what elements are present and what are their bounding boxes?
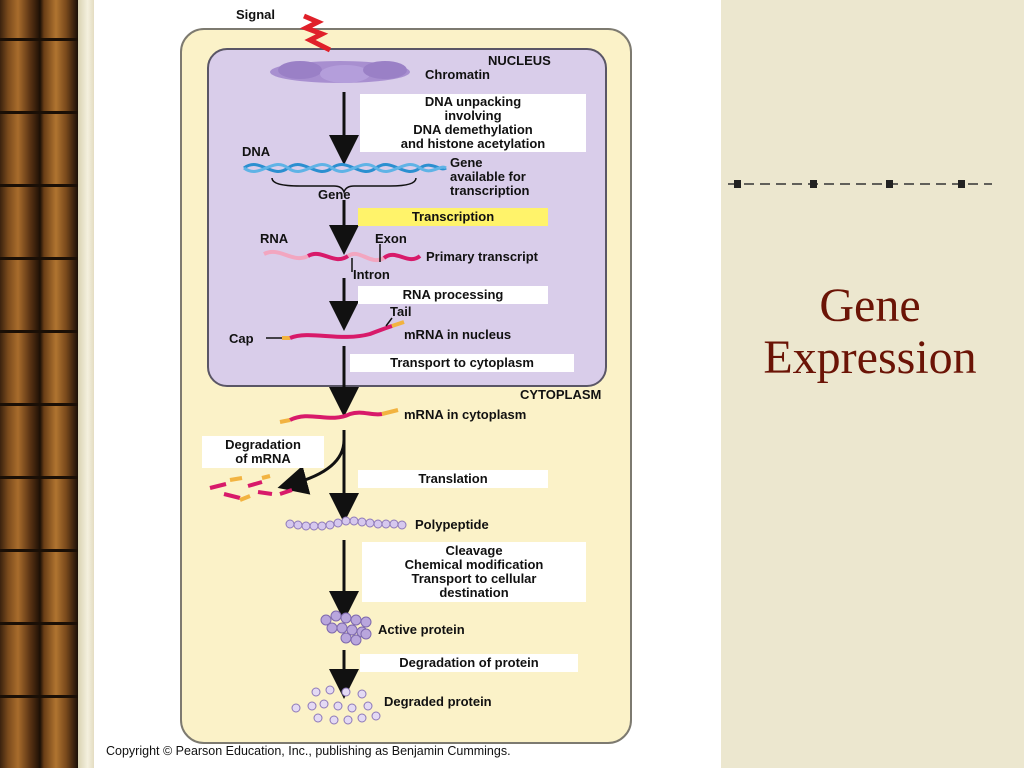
label-signal: Signal <box>236 7 276 22</box>
label-degraded-protein: Degraded protein <box>384 694 492 709</box>
label-cap: Cap <box>229 331 254 346</box>
title-line1: Gene <box>819 279 921 332</box>
label-intron: Intron <box>353 267 390 282</box>
box-translation: Translation <box>358 470 548 488</box>
unpacking-line4: and histone acetylation <box>400 136 546 151</box>
label-dna: DNA <box>242 144 271 159</box>
slide-title: Gene Expression <box>722 280 1018 384</box>
label-exon: Exon <box>375 231 407 246</box>
wood-border <box>0 0 78 768</box>
box-degradation-protein: Degradation of protein <box>360 654 578 672</box>
label-cytoplasm: CYTOPLASM <box>520 387 602 402</box>
signal-lightning-icon <box>299 13 332 53</box>
title-line2: Expression <box>763 331 977 384</box>
gene-available-line2: available for <box>450 169 526 184</box>
cleavage-line3: Transport to cellular <box>411 571 537 586</box>
label-nucleus: NUCLEUS <box>488 53 551 68</box>
box-rna-processing: RNA processing <box>358 286 548 304</box>
box-cleavage: Cleavage Chemical modification Transport… <box>362 542 586 602</box>
copyright-notice: Copyright © Pearson Education, Inc., pub… <box>106 744 511 758</box>
label-tail: Tail <box>390 304 412 319</box>
cleavage-line4: destination <box>439 585 509 600</box>
degraded-mrna-icon <box>209 474 293 502</box>
degraded-protein-icon <box>291 685 381 725</box>
gene-available-line1: Gene <box>450 155 483 170</box>
label-gene-available: Gene available for transcription <box>450 156 529 198</box>
title-divider <box>728 180 992 188</box>
label-mrna-nucleus: mRNA in nucleus <box>404 327 512 342</box>
mrna-cytoplasm-icon <box>279 408 399 424</box>
label-rna: RNA <box>260 231 289 246</box>
label-gene: Gene <box>318 187 351 202</box>
degradation-mrna-line1: Degradation <box>225 437 301 452</box>
box-degradation-mrna: Degradation of mRNA <box>202 436 324 468</box>
label-polypeptide: Polypeptide <box>415 517 489 532</box>
gene-available-line3: transcription <box>450 183 530 198</box>
box-dna-unpacking: DNA unpacking involving DNA demethylatio… <box>360 94 586 152</box>
label-chromatin: Chromatin <box>425 67 490 82</box>
wood-border-rail <box>78 0 94 768</box>
degradation-mrna-line2: of mRNA <box>235 451 291 466</box>
label-active-protein: Active protein <box>378 622 465 637</box>
chromatin-icon <box>270 61 410 83</box>
unpacking-line1: DNA unpacking <box>424 94 522 109</box>
cleavage-line2: Chemical modification <box>404 557 544 572</box>
polypeptide-icon <box>285 516 407 531</box>
box-transcription: Transcription <box>358 208 548 226</box>
dna-helix-icon <box>243 163 447 173</box>
arrow-mrna-degradation <box>277 439 346 495</box>
label-primary-transcript: Primary transcript <box>426 249 538 264</box>
mrna-nucleus-icon <box>266 317 405 340</box>
active-protein-icon <box>320 610 372 646</box>
unpacking-line3: DNA demethylation <box>413 122 533 137</box>
cleavage-line1: Cleavage <box>445 543 503 558</box>
unpacking-line2: involving <box>444 108 502 123</box>
label-mrna-cytoplasm: mRNA in cytoplasm <box>404 407 527 422</box>
primary-transcript-icon <box>263 250 422 262</box>
gene-bracket <box>271 177 417 195</box>
box-transport-cytoplasm: Transport to cytoplasm <box>350 354 574 372</box>
